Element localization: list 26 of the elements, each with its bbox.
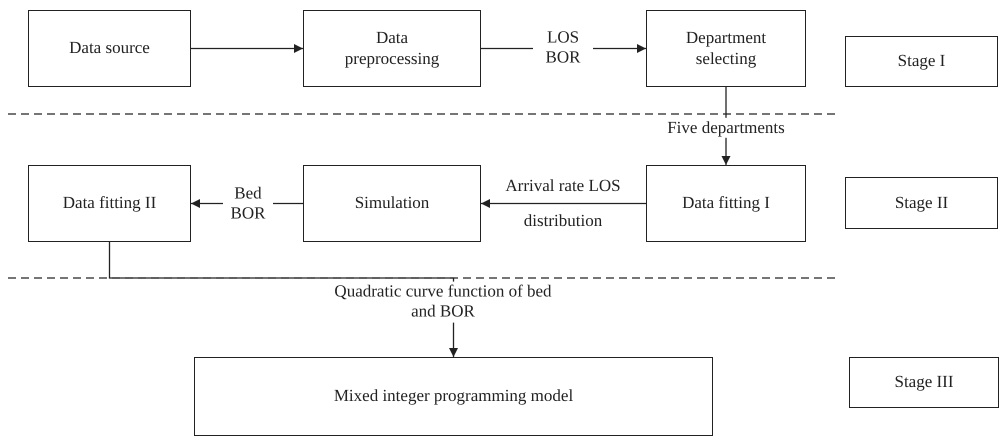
process-box: [28, 10, 191, 87]
node-text: Department selecting: [684, 28, 768, 69]
node-text: Simulation: [354, 193, 430, 214]
node-text: Stage II: [894, 192, 948, 214]
node-text: Mixed integer programming model: [334, 386, 574, 407]
stage-box: [845, 177, 998, 229]
node-text: Data source: [69, 38, 150, 59]
process-box: [646, 165, 806, 242]
edge-label: Five departments: [667, 118, 785, 138]
node-text: Data fitting II: [62, 193, 156, 214]
process-box: [303, 165, 481, 242]
process-box: [646, 10, 806, 87]
arrow: [481, 199, 646, 208]
process-box: [303, 10, 481, 87]
node-text: Stage III: [894, 372, 954, 393]
edge-label: Arrival rate LOS distribution: [504, 175, 622, 232]
edge-label: Quadratic curve function of bed and BOR: [333, 282, 553, 322]
process-box: [28, 165, 191, 242]
arrow: [191, 44, 303, 53]
stage-box: [849, 357, 999, 408]
process-box: [194, 357, 713, 436]
stage-box: [845, 36, 998, 87]
arrow: [108, 242, 458, 357]
node-text: Data preprocessing: [344, 28, 440, 69]
node-text: Stage I: [898, 51, 946, 72]
node-text: Data fitting I: [682, 193, 770, 214]
